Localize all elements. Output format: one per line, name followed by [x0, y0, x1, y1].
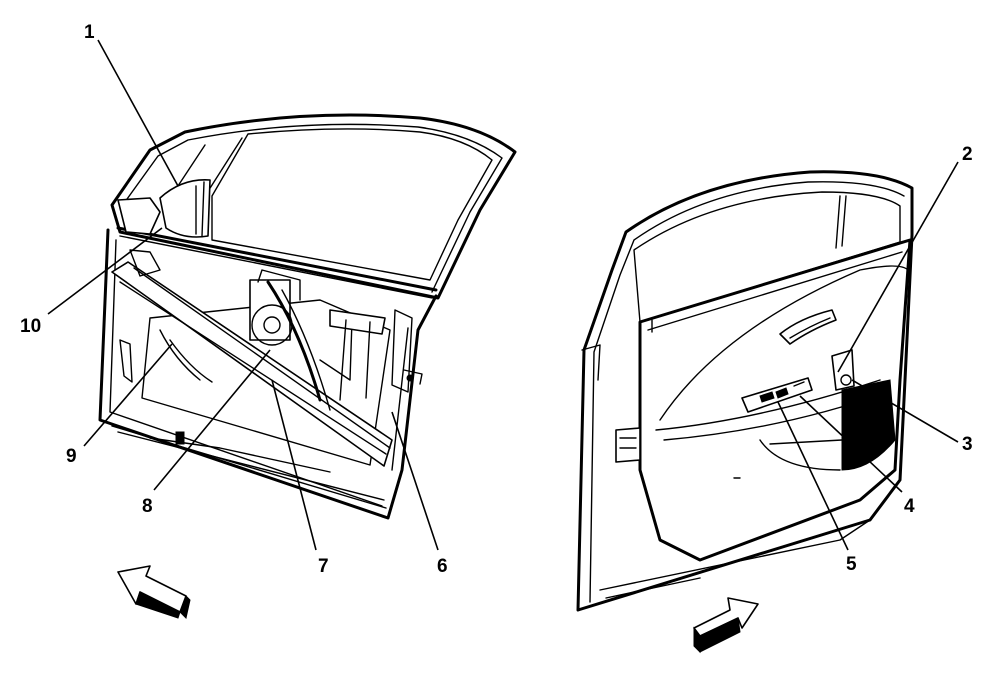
callout-10: 10 [20, 316, 41, 337]
leader-10 [47, 227, 163, 315]
callout-7: 7 [318, 556, 329, 577]
leader-8 [153, 349, 271, 491]
callout-5: 5 [846, 554, 857, 575]
leader-1 [97, 39, 179, 187]
leader-6 [391, 411, 439, 551]
door-speaker [831, 349, 896, 471]
door-latch-bracket [329, 309, 423, 401]
right-door-trim-panel [638, 238, 912, 562]
callout-9: 9 [66, 446, 77, 467]
left-door-assembly [98, 113, 517, 520]
callout-8: 8 [142, 496, 153, 517]
forward-arrow-icon [693, 597, 759, 654]
left-door-body [98, 228, 438, 520]
left-door-impact-beam [111, 261, 393, 467]
right-door-window-opening [633, 191, 901, 323]
outside-mirror [117, 179, 211, 238]
callout-4: 4 [904, 496, 915, 517]
callout-6: 6 [437, 556, 448, 577]
left-door-window-frame [110, 113, 517, 300]
leader-5 [777, 401, 849, 551]
callout-1: 1 [84, 22, 95, 43]
leader-lines [47, 39, 959, 551]
armrest-sweep [659, 265, 909, 421]
callout-2: 2 [962, 144, 973, 165]
right-door-frame [576, 170, 914, 612]
window-switch-panel [741, 377, 813, 413]
window-regulator [249, 269, 353, 411]
callout-3: 3 [962, 434, 973, 455]
leader-9 [83, 343, 173, 447]
left-door-glass [211, 128, 493, 281]
leader-2 [837, 161, 959, 373]
callouts: 1 10 9 8 7 6 2 3 4 5 [20, 22, 973, 577]
leader-4 [799, 395, 903, 493]
inside-handle [779, 309, 837, 345]
leader-7 [271, 379, 317, 551]
door-hinges [581, 344, 641, 463]
forward-arrow-icon [117, 565, 191, 619]
leader-3 [851, 379, 959, 443]
right-door-assembly [576, 170, 914, 612]
